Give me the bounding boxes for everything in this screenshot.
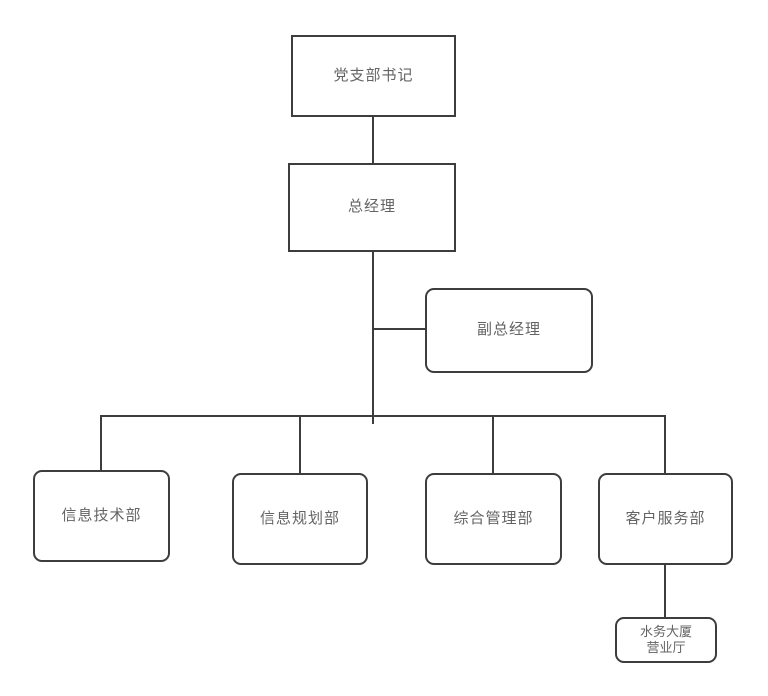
edge-general-manager-trunk: [372, 252, 374, 424]
edge-stub-info-tech: [100, 417, 102, 470]
node-deputy-general-manager: 副总经理: [425, 288, 593, 373]
node-dept-info-tech: 信息技术部: [33, 470, 170, 562]
node-general-manager: 总经理: [288, 163, 456, 252]
edge-stub-info-planning: [299, 417, 301, 473]
node-water-building-hall: 水务大厦 营业厅: [615, 617, 717, 663]
node-label: 党支部书记: [333, 66, 414, 84]
node-label: 信息技术部: [61, 506, 142, 524]
node-dept-customer-service: 客户服务部: [598, 473, 733, 565]
node-label: 总经理: [347, 198, 396, 216]
edge-distribution-line: [100, 415, 666, 417]
node-label: 副总经理: [476, 321, 541, 339]
node-label: 客户服务部: [625, 509, 706, 527]
edge-stub-general-admin: [492, 417, 494, 473]
node-dept-general-admin: 综合管理部: [425, 473, 562, 565]
node-label-line2: 营业厅: [646, 640, 686, 655]
edge-stub-customer-service: [664, 417, 666, 473]
node-label: 综合管理部: [453, 509, 534, 527]
node-label: 信息规划部: [259, 509, 340, 527]
edge-customer-service-to-hall: [664, 565, 666, 617]
edge-party-secretary-to-general-manager: [372, 117, 374, 163]
edge-branch-to-deputy-general-manager: [373, 328, 426, 330]
node-party-branch-secretary: 党支部书记: [291, 35, 456, 117]
node-dept-info-planning: 信息规划部: [232, 473, 368, 565]
node-label-line1: 水务大厦: [639, 623, 692, 639]
